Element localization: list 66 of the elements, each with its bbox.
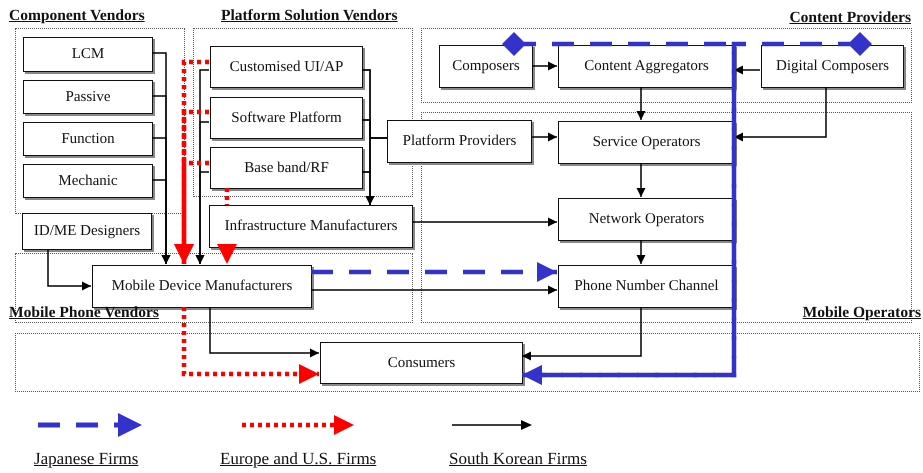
box-label: Service Operators xyxy=(592,134,700,151)
legend-label: Japanese Firms xyxy=(34,449,138,469)
arrow xyxy=(152,179,170,264)
process-box xyxy=(558,198,735,241)
arrow xyxy=(532,132,557,142)
process-box xyxy=(558,121,735,164)
process-box xyxy=(23,37,153,72)
process-box xyxy=(210,97,363,139)
arrow xyxy=(522,32,872,385)
box-label: Platform Providers xyxy=(402,133,516,150)
arrow xyxy=(636,240,646,264)
box-label: Customised UI/AP xyxy=(230,58,344,76)
arrow xyxy=(47,250,91,290)
process-box xyxy=(210,147,363,189)
connector-line xyxy=(362,137,387,173)
arrow xyxy=(174,160,209,264)
box-label: Consumers xyxy=(388,354,456,372)
process-box xyxy=(558,265,735,308)
box-label: Content Aggregators xyxy=(584,58,709,75)
group-heading: Mobile Operators xyxy=(802,304,921,322)
box-label: LCM xyxy=(72,46,104,63)
box-label: Software Platform xyxy=(231,110,342,126)
process-box xyxy=(558,45,735,88)
box-label: Mobile Device Manufacturers xyxy=(112,278,292,295)
arrow xyxy=(217,244,237,264)
box-label: Network Operators xyxy=(588,211,704,228)
process-box xyxy=(23,164,153,198)
legend-label: Europe and U.S. Firms xyxy=(220,449,376,469)
group-frame xyxy=(15,333,920,392)
arrow xyxy=(532,62,557,70)
process-box xyxy=(23,122,153,156)
group-heading: Platform Solution Vendors xyxy=(221,7,398,25)
box-label: ID/ME Designers xyxy=(34,223,140,240)
arrow xyxy=(734,66,760,74)
box-label: Digital Composers xyxy=(776,58,889,75)
process-box xyxy=(439,45,533,88)
arrow xyxy=(522,307,642,360)
arrow xyxy=(636,87,646,120)
process-box xyxy=(23,80,153,114)
legend-label: South Korean Firms xyxy=(449,449,587,469)
arrow xyxy=(734,87,827,142)
arrow xyxy=(311,262,557,282)
box-label: Function xyxy=(61,130,115,148)
box-label: Mechanic xyxy=(58,172,118,190)
process-box xyxy=(22,213,152,250)
process-box xyxy=(210,46,363,88)
process-box xyxy=(92,265,312,308)
arrow xyxy=(209,307,319,358)
group-heading: Content Providers xyxy=(789,9,911,27)
box-label: Base band/RF xyxy=(244,160,329,176)
connector-line xyxy=(224,188,230,205)
box-label: Passive xyxy=(66,88,110,106)
process-box xyxy=(761,45,904,88)
arrow xyxy=(196,171,209,264)
box-label: Phone Number Channel xyxy=(574,278,719,295)
arrow xyxy=(413,218,557,226)
group-heading: Mobile Phone Vendors xyxy=(9,304,159,322)
arrow xyxy=(182,307,319,384)
group-heading: Component Vendors xyxy=(9,7,145,25)
process-box xyxy=(209,205,413,248)
box-label: Composers xyxy=(452,58,520,75)
process-box xyxy=(320,342,523,384)
arrow xyxy=(636,163,646,197)
box-label: Infrastructure Manufacturers xyxy=(224,218,398,235)
process-box xyxy=(387,120,532,163)
arrow xyxy=(311,286,557,294)
